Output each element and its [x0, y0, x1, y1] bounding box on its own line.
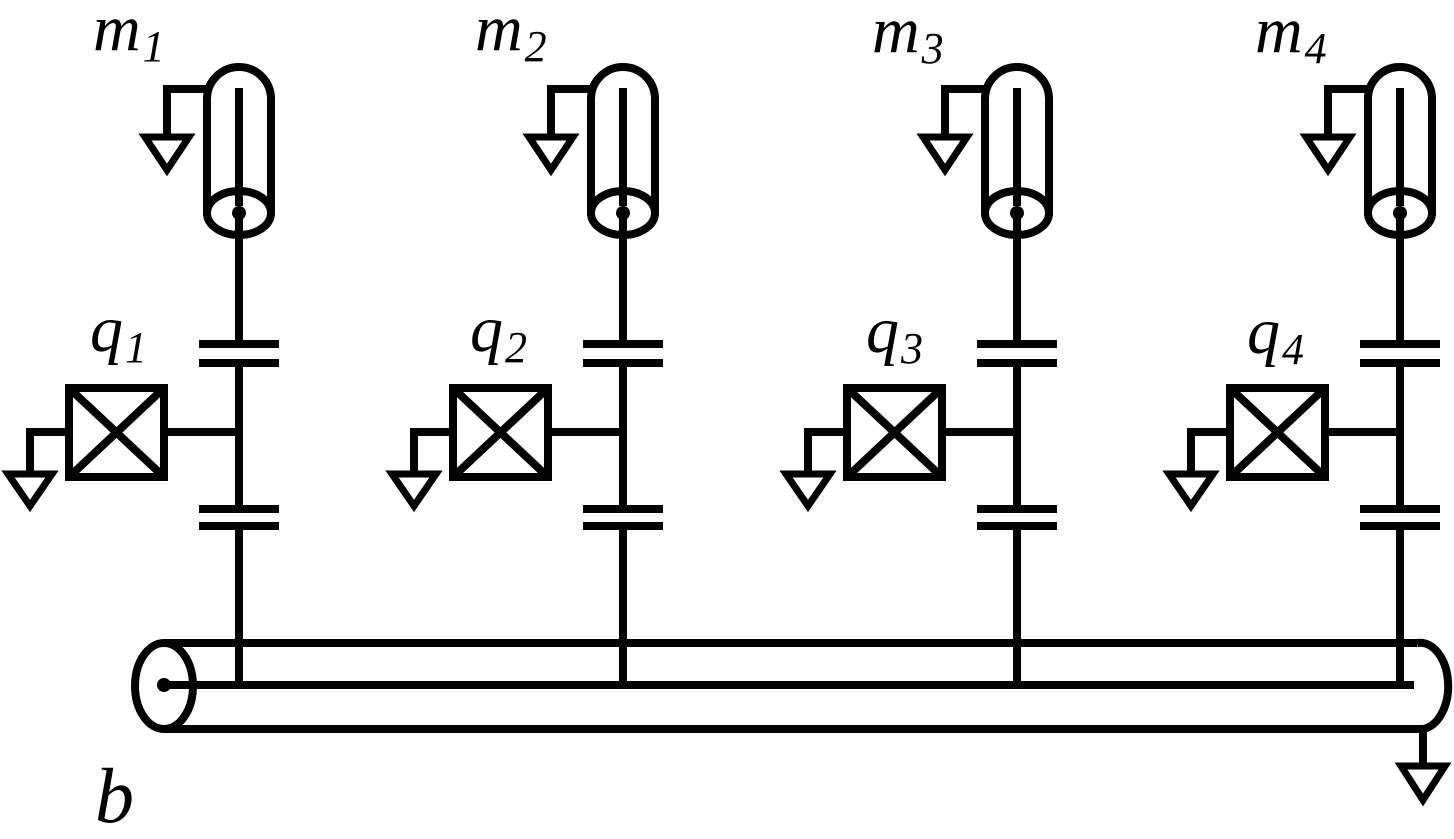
readout-resonator	[1299, 63, 1436, 239]
readout-coupling-capacitor	[583, 340, 663, 367]
label-subscript: 1	[142, 22, 165, 71]
qubit-junction	[1162, 384, 1400, 513]
qubit-label-q2: q2	[470, 297, 527, 370]
label-subscript: 3	[901, 324, 923, 373]
readout-coupling-capacitor	[977, 340, 1057, 367]
label-subscript: 1	[125, 323, 147, 372]
ground-icon	[779, 470, 837, 513]
readout-resonator	[916, 63, 1053, 239]
bus-center-conductor-dot	[157, 678, 171, 692]
qubit-junction	[385, 384, 623, 513]
bus-resonator-label-b: b	[95, 757, 134, 835]
bus-coupling-capacitor	[977, 505, 1057, 530]
bus-coupling-capacitor	[199, 505, 279, 530]
junction-cross-stroke	[66, 385, 167, 480]
qubit-junction	[1, 384, 239, 513]
label-main: m	[872, 0, 920, 67]
label-main: b	[95, 752, 134, 839]
qubit-column	[385, 63, 663, 685]
junction-cross-stroke	[450, 385, 551, 480]
qubit-label-q4: q4	[1247, 299, 1304, 372]
ground-icon	[1162, 470, 1220, 513]
ground-icon	[522, 133, 580, 177]
readout-resonator	[138, 63, 275, 239]
label-main: q	[866, 294, 899, 367]
junction-cross-stroke	[844, 385, 945, 480]
label-subscript: 4	[1304, 24, 1327, 73]
ground-icon	[1299, 133, 1357, 177]
label-main: q	[1247, 295, 1280, 368]
readout-coupling-capacitor	[1360, 340, 1440, 367]
label-subscript: 3	[921, 24, 944, 73]
qubit-column	[1, 63, 279, 685]
readout-resonator-label-m4: m4	[1255, 0, 1327, 71]
qubit-label-q1: q1	[90, 297, 147, 370]
label-main: q	[90, 293, 123, 366]
bus-resonator	[131, 638, 1453, 807]
label-main: m	[475, 0, 523, 65]
readout-resonator-label-m3: m3	[872, 0, 944, 71]
label-main: m	[93, 0, 141, 65]
label-subscript: 2	[524, 22, 547, 71]
label-main: m	[1255, 0, 1303, 67]
ground-icon	[385, 470, 443, 513]
readout-resonator-label-m1: m1	[93, 0, 165, 69]
readout-coupling-capacitor	[199, 340, 279, 367]
junction-cross-stroke	[1227, 385, 1328, 480]
label-subscript: 2	[505, 323, 527, 372]
readout-resonator-label-m2: m2	[475, 0, 547, 69]
qubit-column	[779, 63, 1057, 685]
ground-icon	[1394, 762, 1452, 807]
ground-icon	[1, 470, 59, 513]
bus-right-cap	[1416, 638, 1453, 733]
bus-coupling-capacitor	[1360, 505, 1440, 530]
ground-icon	[138, 133, 196, 177]
label-subscript: 4	[1282, 325, 1304, 374]
qubit-junction	[779, 384, 1017, 513]
bus-coupling-capacitor	[583, 505, 663, 530]
qubit-label-q3: q3	[866, 298, 923, 371]
label-main: q	[470, 293, 503, 366]
readout-resonator	[522, 63, 659, 239]
qubit-column	[1162, 63, 1440, 685]
ground-icon	[916, 133, 974, 177]
